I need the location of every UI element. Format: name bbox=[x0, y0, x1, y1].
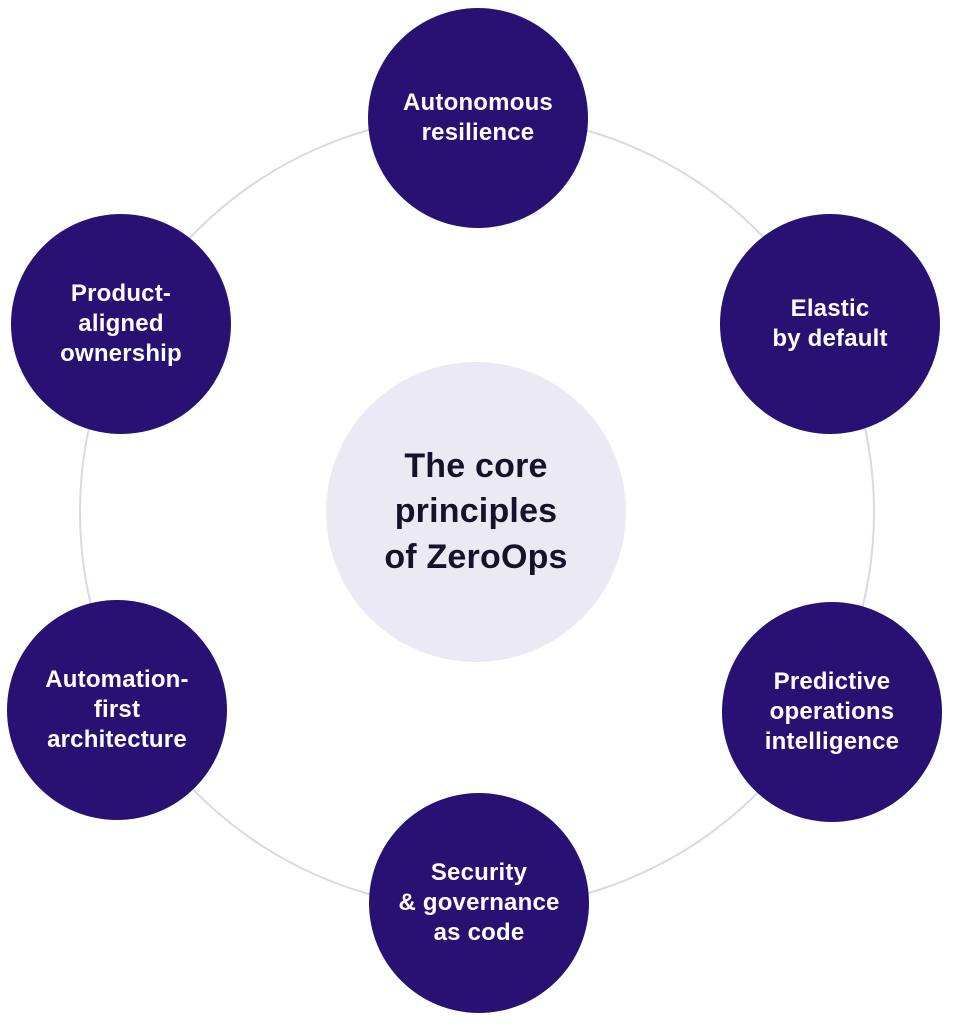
principle-label: Autonomous resilience bbox=[403, 89, 553, 146]
principle-label: Security & governance as code bbox=[398, 859, 560, 946]
principle-circle-predictive-operations-intelligence: Predictive operations intelligence bbox=[722, 602, 942, 822]
principle-label: Automation- first architecture bbox=[45, 666, 189, 753]
principle-circle-product-aligned-ownership: Product- aligned ownership bbox=[11, 214, 231, 434]
center-hub-circle: The core principles of ZeroOps bbox=[326, 362, 626, 662]
principle-label: Elastic by default bbox=[772, 295, 888, 352]
principle-label: Predictive operations intelligence bbox=[764, 668, 900, 755]
principle-circle-elastic-by-default: Elastic by default bbox=[720, 214, 940, 434]
principle-label: Product- aligned ownership bbox=[60, 280, 182, 367]
diagram-title: The core principles of ZeroOps bbox=[384, 447, 568, 576]
principle-circle-security-governance-as-code: Security & governance as code bbox=[369, 793, 589, 1013]
principle-circle-autonomous-resilience: Autonomous resilience bbox=[368, 8, 588, 228]
principle-circle-automation-first-architecture: Automation- first architecture bbox=[7, 600, 227, 820]
